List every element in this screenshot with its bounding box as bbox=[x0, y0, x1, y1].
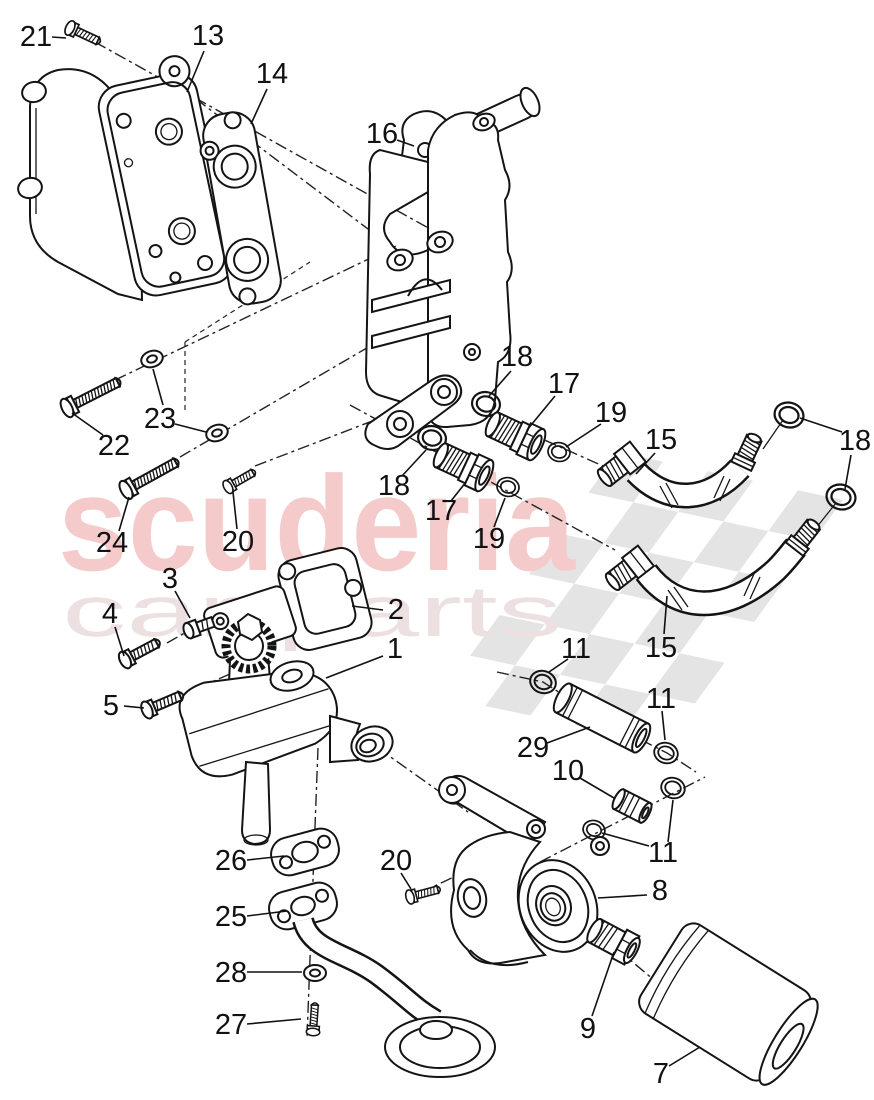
leader-line bbox=[246, 855, 285, 861]
callout-2: 2 bbox=[388, 594, 404, 626]
callout-14: 14 bbox=[256, 58, 288, 90]
callout-4: 4 bbox=[102, 598, 118, 630]
washer-28 bbox=[303, 964, 327, 982]
oil-hose-upper bbox=[596, 429, 767, 509]
leader-line bbox=[579, 777, 615, 799]
flag-cells bbox=[470, 452, 843, 735]
leader-line bbox=[174, 423, 207, 433]
callout-17: 17 bbox=[548, 368, 580, 400]
oring-18c bbox=[770, 398, 808, 432]
leader-line bbox=[114, 626, 125, 657]
mounting-bracket bbox=[364, 86, 541, 450]
connecting-tube-29 bbox=[552, 682, 652, 754]
pickup-gasket-26 bbox=[270, 827, 340, 877]
callout-11: 11 bbox=[646, 683, 676, 715]
leader-line bbox=[401, 449, 427, 477]
callout-3: 3 bbox=[162, 563, 178, 595]
callout-18: 18 bbox=[501, 341, 533, 373]
callout-18: 18 bbox=[378, 470, 410, 502]
leader-line bbox=[635, 452, 656, 475]
callout-11: 11 bbox=[648, 837, 678, 869]
leader-line bbox=[186, 50, 205, 93]
callout-19: 19 bbox=[595, 397, 627, 429]
leader-line bbox=[565, 423, 602, 448]
screw-3 bbox=[182, 615, 216, 640]
callout-10: 10 bbox=[552, 755, 584, 787]
callout-15: 15 bbox=[645, 632, 677, 664]
callout-27: 27 bbox=[215, 1009, 247, 1041]
callout-8: 8 bbox=[652, 875, 668, 907]
leader-line bbox=[246, 910, 288, 917]
leader-line bbox=[250, 88, 268, 125]
leader-line bbox=[71, 412, 104, 436]
leader-line bbox=[548, 658, 569, 673]
bolt-20b bbox=[403, 881, 443, 906]
leader-line bbox=[668, 1046, 701, 1067]
watermark: scuderia car parts bbox=[58, 448, 843, 735]
leader-line bbox=[400, 872, 412, 890]
callout-19: 19 bbox=[473, 523, 505, 555]
leader-line bbox=[597, 894, 648, 899]
cooler-gasket bbox=[199, 111, 282, 306]
callout-18: 18 bbox=[839, 425, 871, 457]
callout-9: 9 bbox=[580, 1013, 596, 1045]
leader-line bbox=[546, 726, 591, 744]
callout-20: 20 bbox=[380, 845, 412, 877]
leader-line bbox=[118, 496, 130, 532]
callout-29: 29 bbox=[517, 732, 549, 764]
leader-line bbox=[51, 36, 67, 39]
callout-24: 24 bbox=[96, 527, 128, 559]
callout-21: 21 bbox=[20, 21, 52, 53]
leader-line bbox=[661, 710, 666, 741]
callout-28: 28 bbox=[215, 957, 247, 989]
leader-line bbox=[152, 368, 164, 406]
callout-15: 15 bbox=[645, 424, 677, 456]
threaded-nipple-9 bbox=[586, 917, 641, 966]
leader-line bbox=[493, 497, 506, 528]
callout-20: 20 bbox=[222, 526, 254, 558]
callout-26: 26 bbox=[215, 845, 247, 877]
callout-11: 11 bbox=[561, 633, 591, 665]
leader-line bbox=[488, 370, 512, 397]
oil-filter-canister bbox=[638, 922, 819, 1086]
leader-line bbox=[351, 605, 384, 611]
leader-line bbox=[844, 454, 852, 490]
leader-line bbox=[663, 595, 668, 635]
leader-line bbox=[396, 139, 415, 147]
leader-line bbox=[450, 481, 467, 502]
oil-filter-housing bbox=[438, 774, 610, 967]
callout-25: 25 bbox=[215, 901, 247, 933]
leader-line bbox=[799, 417, 843, 433]
callout-16: 16 bbox=[366, 118, 398, 150]
callout-13: 13 bbox=[192, 20, 224, 52]
checkered-flag bbox=[470, 452, 843, 735]
valve-gasket bbox=[277, 547, 373, 651]
callout-5: 5 bbox=[103, 690, 119, 722]
leader-line bbox=[591, 951, 615, 1017]
oil-pressure-valve-assembly bbox=[178, 585, 394, 846]
leader-line bbox=[174, 590, 191, 619]
bolt-21 bbox=[62, 18, 105, 50]
parts-artwork bbox=[17, 18, 860, 1086]
callout-7: 7 bbox=[653, 1058, 669, 1090]
leader-line bbox=[123, 705, 145, 709]
leader-line bbox=[325, 655, 384, 679]
oil-hose-lower bbox=[604, 514, 826, 617]
plug-10 bbox=[609, 786, 655, 826]
leader-line bbox=[601, 832, 650, 847]
leader-line bbox=[667, 799, 674, 843]
callout-23: 23 bbox=[144, 403, 176, 435]
oil-cooler bbox=[17, 55, 234, 302]
oil-pickup-tube-25 bbox=[268, 881, 496, 1078]
leader-line bbox=[232, 491, 238, 530]
leader-line bbox=[246, 1018, 302, 1025]
callout-1: 1 bbox=[387, 633, 403, 665]
callout-22: 22 bbox=[98, 430, 130, 462]
bolt-22 bbox=[57, 371, 126, 421]
callout-17: 17 bbox=[425, 495, 457, 527]
leader-line bbox=[526, 395, 556, 431]
